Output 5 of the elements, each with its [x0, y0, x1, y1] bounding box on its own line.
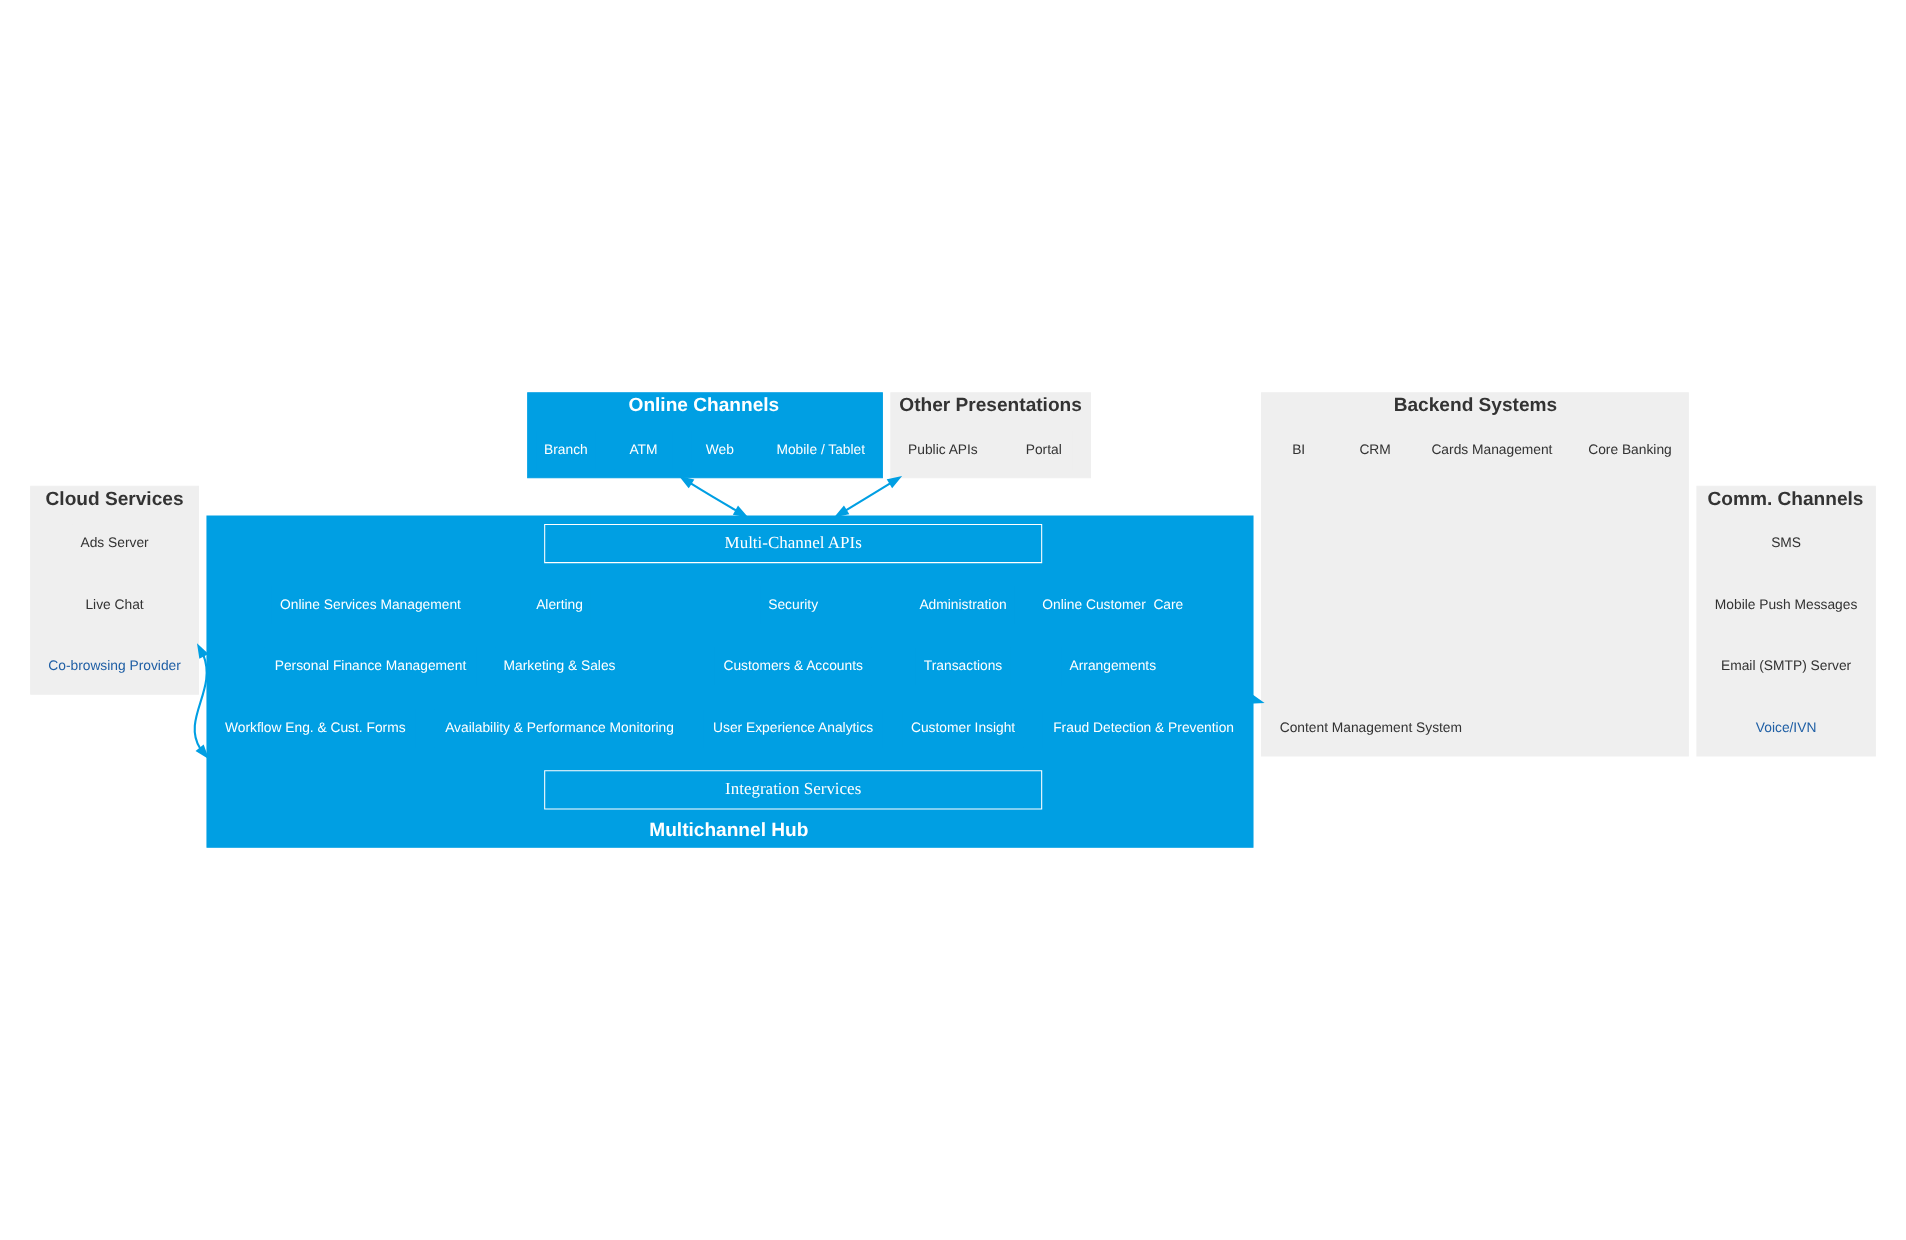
- arrow: [833, 476, 903, 518]
- arrow: [193, 643, 209, 760]
- arrow: [678, 476, 749, 518]
- node-box: Integration Services: [544, 770, 1043, 810]
- node-box: Multi-Channel APIs: [544, 523, 1043, 564]
